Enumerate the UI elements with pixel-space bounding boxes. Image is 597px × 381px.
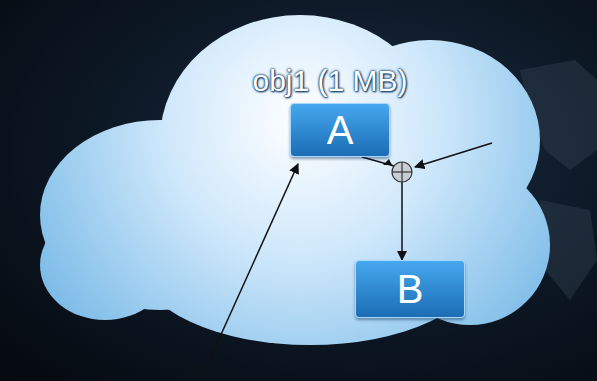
- process-box: A: [290, 103, 390, 157]
- pointer-arrow: [200, 164, 298, 381]
- box-label: A: [327, 109, 354, 151]
- cloud-shape: [40, 15, 550, 345]
- arrow-head: [383, 159, 392, 165]
- xor-symbol: [392, 162, 412, 182]
- box-label: B: [397, 268, 424, 310]
- object-label: obj1 (1 MB): [252, 64, 407, 97]
- input-line: [415, 143, 492, 167]
- process-box: B: [355, 260, 465, 318]
